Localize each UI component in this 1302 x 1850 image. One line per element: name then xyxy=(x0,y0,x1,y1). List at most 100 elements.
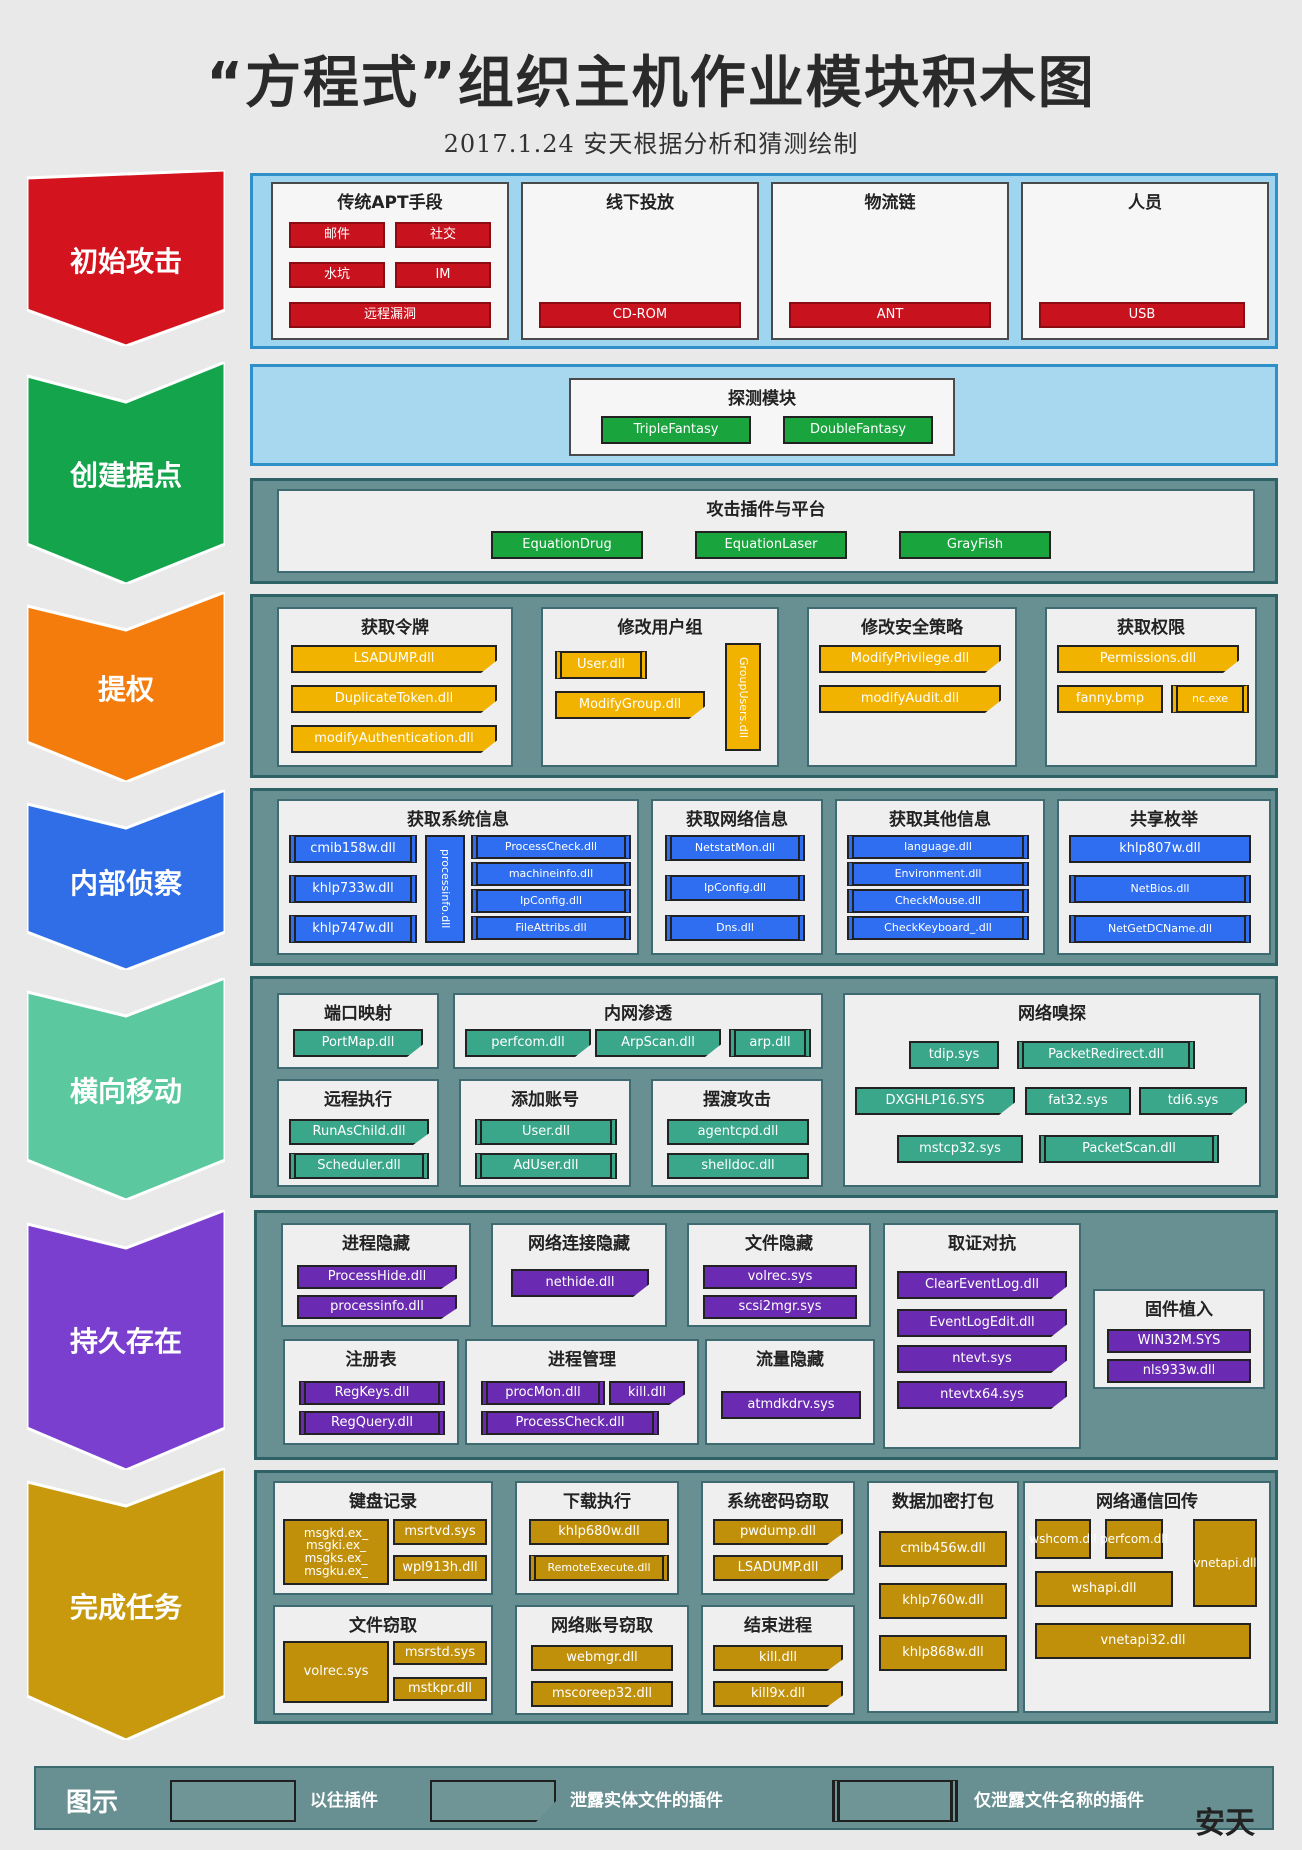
stage-label: 初始攻击 xyxy=(69,245,182,278)
plugin-block: nc.exe xyxy=(1171,685,1249,713)
plugin-block: ProcessHide.dll xyxy=(297,1265,457,1289)
stage-arrow-lateral: 横向移动 xyxy=(27,978,225,1200)
plugin-block: DoubleFantasy xyxy=(783,416,933,444)
plugin-block: ClearEventLog.dll xyxy=(897,1271,1067,1299)
group-netacct: 网络账号窃取 webmgr.dll mscoreep32.dll xyxy=(515,1605,689,1715)
stage-label: 持久存在 xyxy=(69,1325,182,1358)
plugin-block: ModifyGroup.dll xyxy=(555,691,705,719)
group-title: 线下投放 xyxy=(606,193,674,213)
plugin-block: vnetapi32.dll xyxy=(1035,1623,1251,1659)
plugin-block: procMon.dll xyxy=(481,1381,605,1405)
group-title: 数据加密打包 xyxy=(892,1492,994,1512)
plugin-block: LSADUMP.dll xyxy=(713,1555,843,1581)
group-apt: 传统APT手段 邮件 社交 水坑 IM 远程漏洞 xyxy=(271,182,509,340)
plugin-block: TripleFantasy xyxy=(601,416,751,444)
plugin-block: PortMap.dll xyxy=(293,1029,423,1057)
plugin-block: Scheduler.dll xyxy=(289,1153,429,1179)
plugin-block: arp.dll xyxy=(729,1029,811,1057)
group-traffic: 流量隐藏 atmdkdrv.sys xyxy=(705,1339,875,1445)
plugin-block: khlp807w.dll xyxy=(1069,835,1251,863)
plugin-block: CheckKeyboard_.dll xyxy=(847,916,1029,940)
band-lateral: 端口映射 PortMap.dll 内网渗透 perfcom.dll ArpSca… xyxy=(250,976,1278,1198)
stage-label: 横向移动 xyxy=(69,1075,182,1108)
plugin-block: msrtvd.sys xyxy=(393,1519,487,1545)
plugin-block: AdUser.dll xyxy=(475,1153,617,1179)
group-title: 探测模块 xyxy=(728,389,796,409)
group-title: 网络嗅探 xyxy=(1018,1004,1086,1024)
group-title: 内网渗透 xyxy=(604,1004,672,1024)
group-title: 网络账号窃取 xyxy=(551,1616,653,1636)
plugin-block: 社交 xyxy=(395,222,491,248)
plugin-block: ModifyPrivilege.dll xyxy=(819,645,1001,673)
group-title: 端口映射 xyxy=(324,1004,392,1024)
plugin-block: atmdkdrv.sys xyxy=(721,1391,861,1419)
plugin-block: khlp747w.dll xyxy=(289,915,417,943)
group-title: 进程管理 xyxy=(548,1350,616,1370)
group-usergroup: 修改用户组 User.dll ModifyGroup.dll GroupUser… xyxy=(541,607,779,767)
plugin-block: processinfo.dll xyxy=(297,1295,457,1319)
group-title: 摆渡攻击 xyxy=(703,1090,771,1110)
group-prochide: 进程隐藏 ProcessHide.dll processinfo.dll xyxy=(281,1223,471,1327)
plugin-block: msrstd.sys xyxy=(393,1641,487,1665)
group-people: 人员 USB xyxy=(1021,182,1269,340)
legend: 图示 以往插件 泄露实体文件的插件 仅泄露文件名称的插件 xyxy=(34,1766,1274,1830)
plugin-block: DuplicateToken.dll xyxy=(291,685,497,713)
plugin-block: cmib456w.dll xyxy=(879,1531,1007,1567)
group-title: 物流链 xyxy=(864,193,916,213)
plugin-block: PacketRedirect.dll xyxy=(1017,1041,1195,1069)
plugin-block: CD-ROM xyxy=(539,302,741,328)
plugin-block: IpConfig.dll xyxy=(665,875,805,901)
group-firmware: 固件植入 WIN32M.SYS nls933w.dll xyxy=(1093,1289,1265,1389)
plugin-block: perfcom.dll xyxy=(1100,1519,1168,1559)
group-title: 共享枚举 xyxy=(1130,810,1198,830)
plugin-block: ANT xyxy=(789,302,991,328)
plugin-block: NetstatMon.dll xyxy=(665,835,805,861)
group-detect: 探测模块 TripleFantasy DoubleFantasy xyxy=(569,378,955,456)
stage-arrow-persist: 持久存在 xyxy=(27,1210,225,1470)
group-registry: 注册表 RegKeys.dll RegQuery.dll xyxy=(283,1339,459,1445)
plugin-block: CheckMouse.dll xyxy=(847,889,1029,913)
stage-label: 内部侦察 xyxy=(69,867,182,900)
group-sniff: 网络嗅探 tdip.sys PacketRedirect.dll DXGHLP1… xyxy=(843,993,1261,1187)
plugin-block: kill.dll xyxy=(713,1645,843,1671)
group-logistics: 物流链 ANT xyxy=(771,182,1009,340)
plugin-block: LSADUMP.dll xyxy=(291,645,497,673)
group-title: 传统APT手段 xyxy=(337,193,443,213)
plugin-block: kill9x.dll xyxy=(713,1681,843,1707)
group-netback: 网络通信回传 wshcom.dll perfcom.dll vnetapi.dl… xyxy=(1023,1481,1271,1713)
plugin-block: fanny.bmp xyxy=(1057,685,1163,713)
group-pack: 数据加密打包 cmib456w.dll khlp760w.dll khlp868… xyxy=(867,1481,1019,1713)
plugin-block-vertical: GroupUsers.dll xyxy=(725,643,761,751)
group-filehide: 文件隐藏 volrec.sys scsi2mgr.sys xyxy=(687,1223,871,1327)
plugin-block: 水坑 xyxy=(289,262,385,288)
plugin-block: khlp760w.dll xyxy=(879,1583,1007,1619)
plugin-block: ArpScan.dll xyxy=(595,1029,721,1057)
plugin-block: msgkd.ex_ msgki.ex_ msgks.ex_ msgku.ex_ xyxy=(283,1519,389,1585)
plugin-block: ntevtx64.sys xyxy=(897,1381,1067,1409)
legend-label: 泄露实体文件的插件 xyxy=(570,1791,723,1811)
group-endproc: 结束进程 kill.dll kill9x.dll xyxy=(701,1605,855,1715)
legend-label: 以往插件 xyxy=(310,1791,378,1811)
plugin-block: wshcom.dll xyxy=(1029,1519,1097,1559)
legend-title: 图示 xyxy=(66,1788,119,1818)
plugin-block: khlp680w.dll xyxy=(529,1519,669,1545)
group-keylog: 键盘记录 msgkd.ex_ msgki.ex_ msgks.ex_ msgku… xyxy=(273,1481,493,1595)
group-title: 注册表 xyxy=(345,1350,397,1370)
group-permission: 获取权限 Permissions.dll fanny.bmp nc.exe xyxy=(1045,607,1257,767)
plugin-block: mstkpr.dll xyxy=(393,1677,487,1701)
group-title: 取证对抗 xyxy=(948,1234,1016,1254)
plugin-block: nethide.dll xyxy=(511,1269,649,1297)
group-otherinfo: 获取其他信息 language.dll Environment.dll Chec… xyxy=(835,799,1045,955)
plugin-block: WIN32M.SYS xyxy=(1107,1329,1251,1353)
plugin-block: agentcpd.dll xyxy=(667,1119,809,1145)
group-title: 获取系统信息 xyxy=(407,810,509,830)
group-title: 添加账号 xyxy=(511,1090,579,1110)
plugin-block-vertical: processinfo.dll xyxy=(425,835,465,943)
group-title: 获取权限 xyxy=(1117,618,1185,638)
plugin-block: wpl913h.dll xyxy=(393,1555,487,1581)
plugin-block: PacketScan.dll xyxy=(1039,1135,1219,1163)
group-password: 系统密码窃取 pwdump.dll LSADUMP.dll xyxy=(701,1481,855,1595)
plugin-block: 远程漏洞 xyxy=(289,302,491,328)
stage-label: 提权 xyxy=(97,673,154,706)
